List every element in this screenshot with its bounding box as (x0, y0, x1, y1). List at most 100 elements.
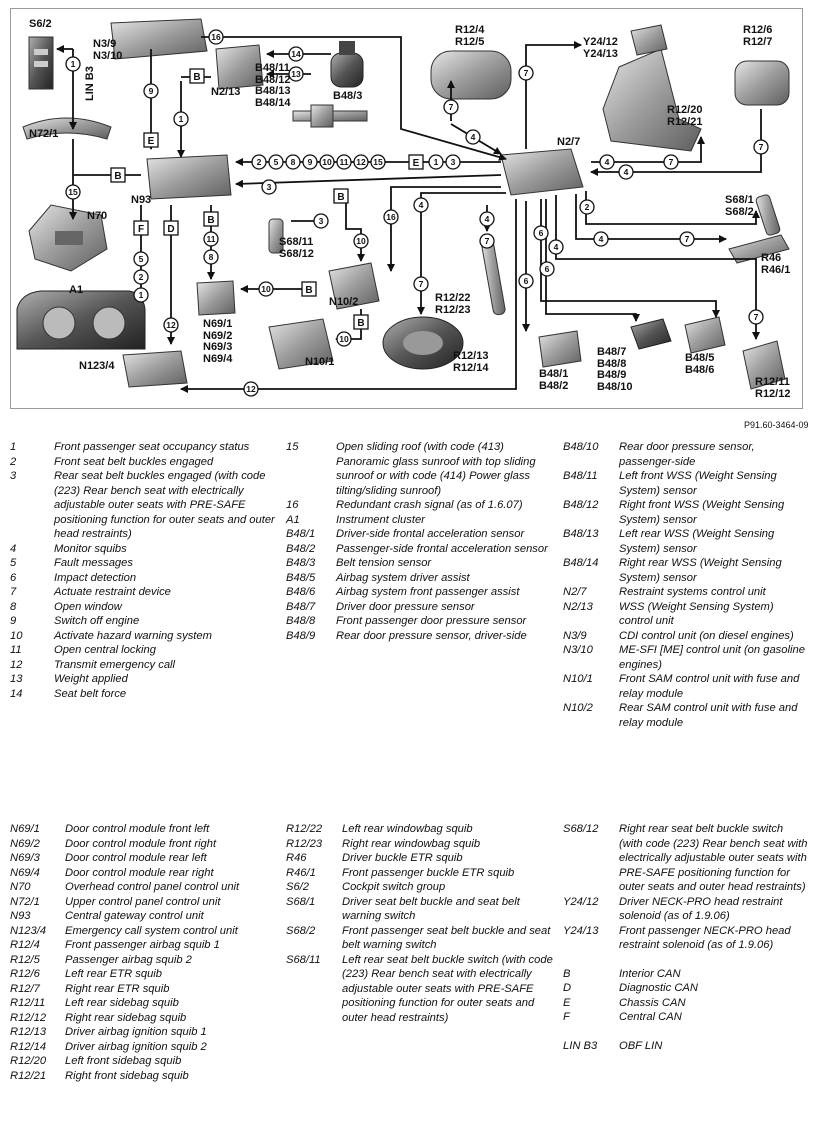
label-r12-22: R12/22 R12/23 (435, 292, 471, 316)
legend-description: Front passenger airbag squib 1 (65, 939, 220, 951)
legend-code: B48/6 (286, 586, 316, 598)
legend-description: Left front WSS (Weight Sensing System) s… (619, 470, 777, 497)
legend-description: Overhead control panel control unit (65, 881, 240, 893)
legend-description: Right rear windowbag squib (342, 837, 481, 850)
legend-code: B (563, 967, 571, 980)
upper-control-panel-image (22, 117, 112, 140)
legend-code: S68/12 (563, 823, 599, 835)
signal-num-1b: 1 (179, 114, 184, 124)
label-n2-13: N2/13 (211, 86, 241, 98)
legend-code: R12/7 (10, 982, 40, 995)
signal-num-11b: 11 (207, 234, 216, 244)
legend-description: Chassis CAN (619, 996, 686, 1009)
legend-code: R12/20 (10, 1055, 47, 1067)
legend-description: Right rear sidebag squib (65, 1011, 187, 1024)
belt-tension-sensor-image (330, 41, 364, 88)
legend-entry: N2/13 WSS (Weight Sensing System) control… (563, 600, 809, 629)
legend-code: 1 (10, 441, 17, 453)
legend-description: Left rear ETR squib (65, 968, 163, 980)
legend-code: N3/9 (563, 629, 587, 642)
legend-code: 10 (10, 629, 23, 642)
legend-code: D (563, 982, 572, 994)
signal-num-7f: 7 (759, 142, 764, 152)
legend-description: Passenger airbag squib 2 (65, 953, 192, 966)
signal-num-7h: 7 (754, 312, 759, 322)
legend-description: Front passenger seat occupancy status (54, 441, 250, 453)
legend-code: R12/14 (10, 1040, 47, 1053)
legend-code: B48/12 (563, 499, 599, 511)
signal-num-10c: 10 (261, 284, 271, 294)
legend-description: Airbag system driver assist (336, 571, 470, 584)
legend-description: Front passenger door pressure sensor (336, 615, 527, 627)
cockpit-switch-image (28, 36, 54, 90)
signal-num-3c: 3 (319, 216, 324, 226)
legend-description: Rear SAM control unit with fuse and rela… (619, 702, 798, 729)
label-n123-4: N123/4 (79, 360, 115, 372)
label-s6-2: S6/2 (29, 18, 52, 30)
legend-code: N2/13 (563, 600, 593, 613)
legend-code: B48/5 (286, 571, 316, 584)
engine-control-unit-image (110, 18, 208, 60)
legend-code: N10/2 (563, 702, 593, 714)
legend-description: Left front sidebag squib (65, 1055, 182, 1067)
legend-code: R12/13 (10, 1026, 47, 1038)
legend-description: Left rear windowbag squib (342, 823, 473, 835)
legend-description: Switch off engine (54, 615, 140, 627)
signal-num-16a: 16 (211, 32, 221, 42)
legend-code: N69/1 (10, 823, 40, 835)
wss-control-unit-image (215, 44, 264, 90)
legend-code: B48/9 (286, 629, 316, 642)
bus-letter-boxes (110, 68, 424, 330)
label-b48-7: B48/7 B48/8 B48/9 B48/10 (597, 346, 633, 393)
signal-num-7c: 7 (449, 102, 454, 112)
label-b48-wss: B48/11 B48/12 B48/13 B48/14 (255, 62, 291, 109)
legend-code: R12/22 (286, 823, 323, 835)
signal-num-4d: 4 (605, 157, 610, 167)
legend-description: Belt tension sensor (336, 557, 432, 569)
legend-code: 7 (10, 586, 17, 598)
legend-code: Y24/12 (563, 895, 599, 908)
legend-code: B48/2 (286, 542, 316, 555)
bus-b-4: B (207, 215, 214, 226)
label-n69: N69/1 N69/2 N69/3 N69/4 (203, 318, 233, 365)
legend-code: N3/10 (563, 644, 593, 656)
rear-belt-buckle-image (268, 218, 284, 254)
legend-code: E (563, 996, 571, 1009)
legend-code: R46/1 (286, 866, 316, 879)
signal-num-2b: 2 (585, 202, 590, 212)
label-s68-1: S68/1 S68/2 (725, 194, 754, 218)
legend-description: Driver airbag ignition squib 2 (65, 1040, 207, 1053)
legend-description: WSS (Weight Sensing System) control unit (619, 600, 774, 628)
signal-num-10d: 10 (339, 334, 349, 344)
legend-code: B48/10 (563, 441, 599, 453)
label-r12-13: R12/13 R12/14 (453, 350, 489, 374)
legend-description: Diagnostic CAN (619, 982, 698, 994)
legend-entry: R12/20 Left front sidebag squib (10, 1054, 280, 1069)
legend-code: B48/13 (563, 528, 599, 540)
rear-sam-image (328, 262, 380, 310)
signal-num-10b: 10 (356, 236, 366, 246)
legend-description: CDI control unit (on diesel engines) (619, 629, 794, 642)
bus-b-1: B (193, 72, 200, 83)
signal-num-4g: 4 (554, 242, 559, 252)
